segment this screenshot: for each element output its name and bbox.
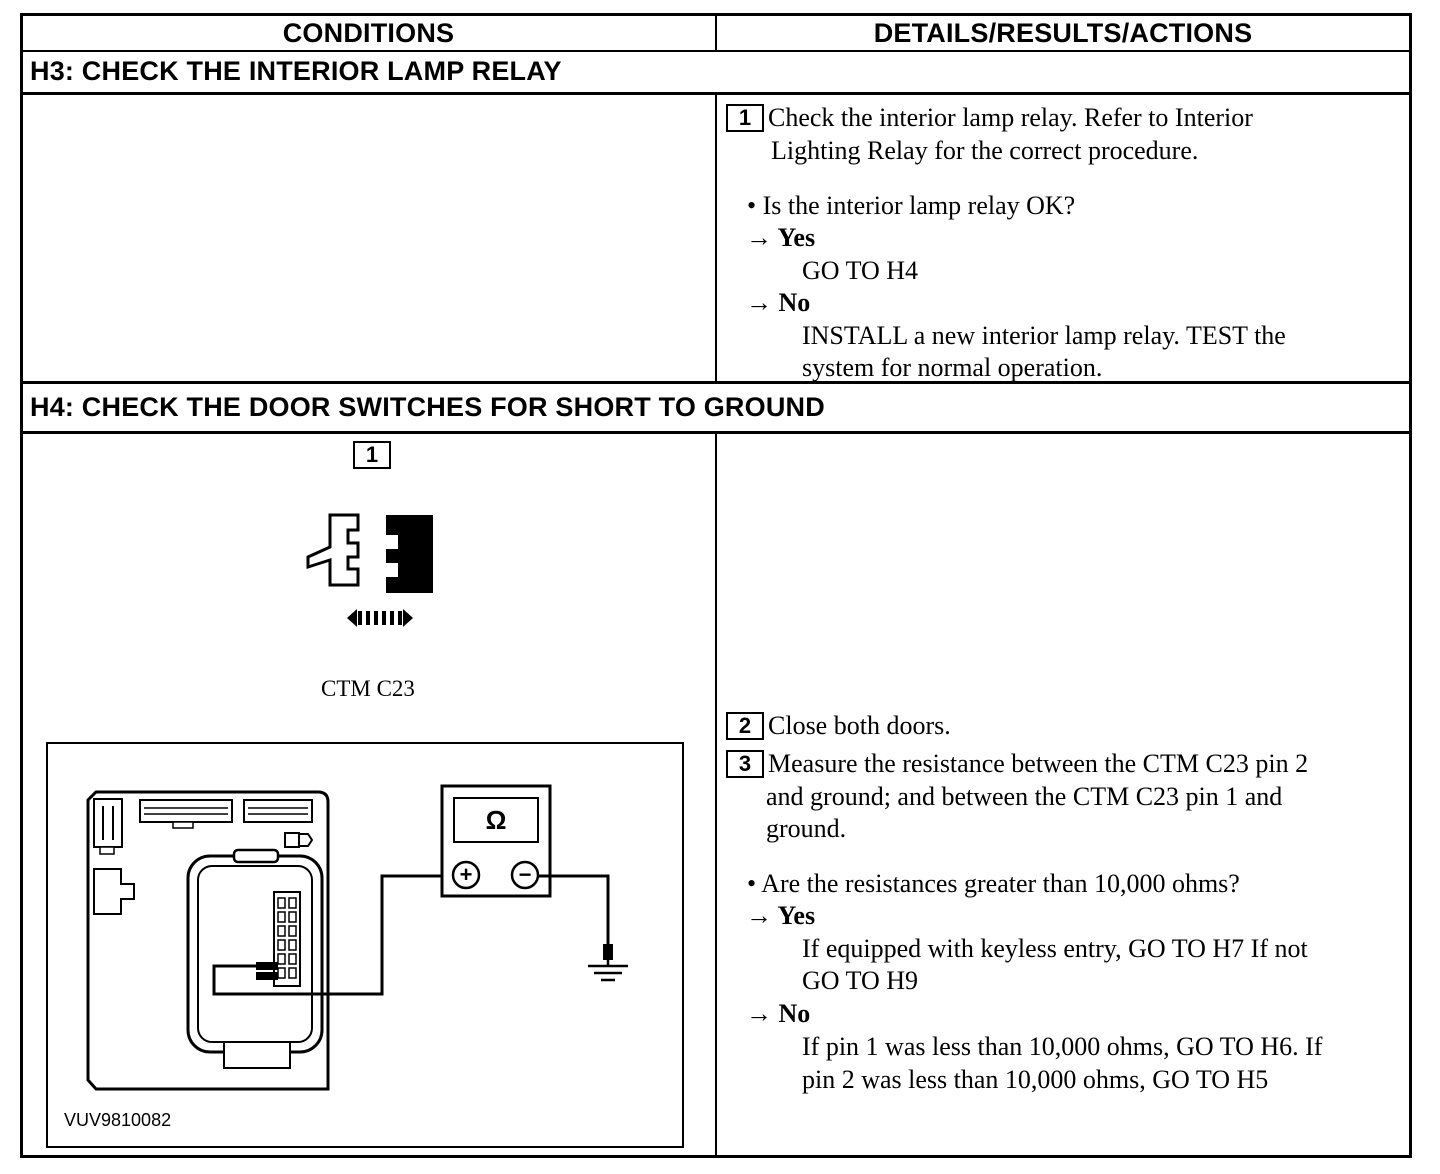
ohmmeter-symbol: Ω [485, 805, 507, 835]
h4-yes-action-line2: GO TO H9 [802, 966, 919, 995]
h4-step-2-number: 2 [726, 712, 764, 740]
h4-step-3-text-line1: Measure the resistance between the CTM C… [768, 749, 1309, 778]
connector-label: CTM C23 [321, 676, 415, 701]
h3-step-1-text-line1: Check the interior lamp relay. Refer to … [768, 103, 1253, 132]
h3-yes-label: → Yes [746, 223, 816, 252]
connector-disconnect-icon [306, 513, 433, 627]
column-header-conditions: CONDITIONS [282, 18, 455, 48]
column-header-details: DETAILS/RESULTS/ACTIONS [873, 18, 1253, 48]
h3-no-action-line1: INSTALL a new interior lamp relay. TEST … [802, 321, 1286, 350]
h3-no-label: → No [746, 288, 811, 317]
h3-step-1-number: 1 [726, 104, 764, 132]
meter-minus-label: − [518, 862, 532, 887]
meter-plus-label: + [459, 862, 473, 887]
h4-step-3-text-line2: and ground; and between the CTM C23 pin … [766, 782, 1283, 811]
measurement-figure [46, 742, 684, 1148]
figure-id-label: VUV9810082 [64, 1110, 172, 1130]
h3-question: • Is the interior lamp relay OK? [747, 191, 1076, 220]
h4-step-3-text-line3: ground. [766, 814, 847, 843]
h4-step-2-text: Close both doors. [768, 711, 951, 740]
h4-question: • Are the resistances greater than 10,00… [747, 869, 1240, 898]
meter-positive-terminal [451, 860, 481, 890]
section-title-h4: H4: CHECK THE DOOR SWITCHES FOR SHORT TO… [30, 392, 825, 422]
h4-yes-action-line1: If equipped with keyless entry, GO TO H7… [802, 934, 1308, 963]
h3-step-1-text-line2: Lighting Relay for the correct procedure… [771, 136, 1199, 165]
module-wiring-diagram [86, 784, 628, 1091]
h3-yes-action: GO TO H4 [802, 256, 919, 285]
h4-step-3-number: 3 [726, 750, 764, 778]
h4-no-action-line1: If pin 1 was less than 10,000 ohms, GO T… [802, 1032, 1323, 1061]
h3-no-action-line2: system for normal operation. [802, 353, 1103, 382]
h4-no-label: → No [746, 999, 811, 1028]
h4-yes-label: → Yes [746, 901, 816, 930]
h4-figure-step-number: 1 [353, 441, 391, 469]
section-title-h3: H3: CHECK THE INTERIOR LAMP RELAY [30, 56, 562, 86]
h4-no-action-line2: pin 2 was less than 10,000 ohms, GO TO H… [802, 1065, 1269, 1094]
